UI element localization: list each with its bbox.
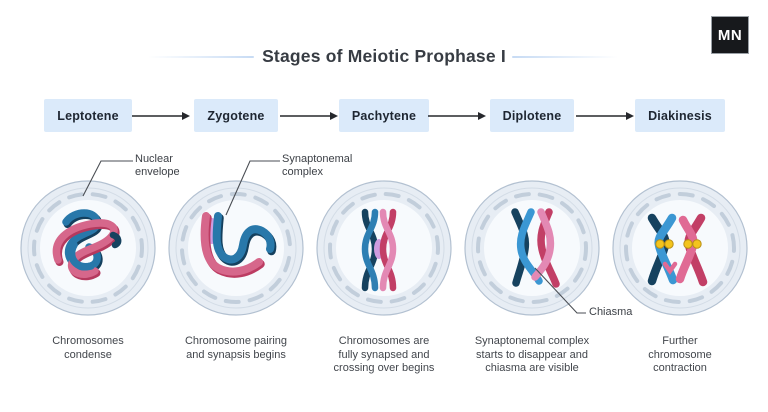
page-title: Stages of Meiotic Prophase I [262,46,506,66]
title-divider-right [512,56,618,58]
caption-row: Chromosomes condense Chromosome pairing … [14,335,754,376]
arrow-right-icon [576,112,634,120]
stage-caption-pachytene: Chromosomes are fully synapsed and cross… [333,335,435,374]
title-divider-left [148,56,254,58]
stage-label: Diakinesis [648,108,712,123]
stage-caption-zygotene: Chromosome pairing and synapsis begins [184,335,288,361]
cell-illustration-zygotene [168,180,304,316]
stage-label: Diplotene [502,108,562,123]
stage-label: Zygotene [207,108,265,123]
label-chiasma: Chiasma [589,306,633,318]
stage-box-leptotene: Leptotene [44,99,132,132]
arrow-right-icon [132,112,190,120]
cells-row [14,178,754,318]
stage-label: Pachytene [351,108,417,123]
stage-box-diplotene: Diplotene [489,99,575,132]
cell-illustration-diplotene [464,180,600,316]
cell-illustration-leptotene [20,180,156,316]
stage-caption-diakinesis: Further chromosome contraction [648,335,712,374]
label-synaptonemal-complex: Synaptonemal complex [282,153,353,178]
arrow-right-icon [428,112,486,120]
brand-logo: MN [711,16,749,54]
cell-illustration-pachytene [316,180,452,316]
stage-box-diakinesis: Diakinesis [635,99,725,132]
stage-caption-diplotene: Synaptonemal complex starts to disappear… [474,335,590,374]
stage-box-zygotene: Zygotene [194,99,278,132]
stage-caption-leptotene: Chromosomes condense [52,335,124,361]
stage-row: Leptotene Zygotene Pachytene Diplotene D… [14,99,754,132]
stage-box-pachytene: Pachytene [338,99,430,132]
label-nuclear-envelope: Nuclear envelope [135,153,180,178]
arrow-right-icon [280,112,338,120]
stage-label: Leptotene [57,108,119,123]
cell-illustration-diakinesis [612,180,748,316]
